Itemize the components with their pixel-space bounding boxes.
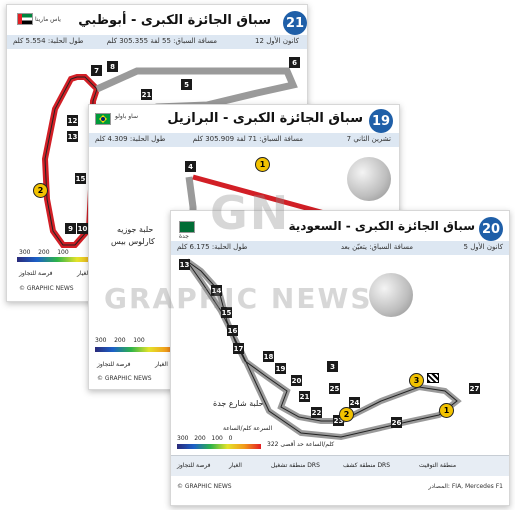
legend-gear: الغيار xyxy=(229,462,242,469)
abudhabi-track-outline xyxy=(44,76,98,246)
turn-marker: 18 xyxy=(263,351,274,362)
position-badge: 3 xyxy=(409,373,424,388)
turn-marker: 15 xyxy=(75,173,86,184)
legend-drs-activation: منطقة تشغيل DRS xyxy=(271,462,320,469)
turn-marker: 10 xyxy=(77,223,88,234)
turn-marker: 16 xyxy=(227,325,238,336)
turn-marker: 5 xyxy=(181,79,192,90)
page-title: سباق الجائزة الكبرى - أبوظبي xyxy=(78,13,271,28)
race-distance: مسافة السباق: يتعيّن بعد xyxy=(340,243,413,251)
legend-drs-detection: منطقة كشف DRS xyxy=(343,462,391,469)
turn-marker: 21 xyxy=(299,391,310,402)
turn-marker: 3 xyxy=(327,361,338,372)
credit: © GRAPHIC NEWS xyxy=(177,483,232,490)
position-badge: 2 xyxy=(339,407,354,422)
turn-marker: 20 xyxy=(291,375,302,386)
lap-length: طول الحلبة: 6.175 كلم xyxy=(177,243,248,251)
position-badge: 2 xyxy=(33,183,48,198)
page-title: سباق الجائزة الكبرى - البرازيل xyxy=(167,111,363,126)
round-number: 19 xyxy=(369,109,393,133)
turn-marker: 19 xyxy=(275,363,286,374)
turn-marker: 25 xyxy=(329,383,340,394)
turn-marker: 6 xyxy=(289,57,300,68)
turn-marker: 13 xyxy=(179,259,190,270)
globe-icon xyxy=(347,157,391,201)
speed-scale xyxy=(177,444,261,449)
position-badge: 1 xyxy=(439,403,454,418)
legend-overtake: فرصة للتجاوز xyxy=(97,361,131,368)
info-bar: 5 كانون الأول مسافة السباق: يتعيّن بعد ط… xyxy=(171,241,509,255)
turn-marker: 24 xyxy=(349,397,360,408)
race-date: 7 تشرين الثاني xyxy=(346,135,391,143)
sources: المصادر: FIA, Mercedes F1 xyxy=(428,483,503,490)
legend-overtake: فرصة للتجاوز xyxy=(19,270,53,277)
turn-marker: 9 xyxy=(65,223,76,234)
turn-marker: 17 xyxy=(233,343,244,354)
turn-marker: 26 xyxy=(391,417,402,428)
info-bar: 12 كانون الأول مسافة السباق: 55 لفة 305.… xyxy=(7,35,307,49)
round-number: 20 xyxy=(479,217,503,241)
turn-marker: 23 xyxy=(333,415,344,426)
legend-bar: فرصة للتجاوز الغيار منطقة تشغيل DRS منطق… xyxy=(171,455,509,476)
legend-gear: الغيار xyxy=(155,361,168,368)
race-distance: مسافة السباق: 55 لفة 305.355 كلم xyxy=(106,37,217,45)
lap-length: طول الحلبة: 5.554 كلم xyxy=(13,37,84,45)
uae-flag-icon xyxy=(17,13,33,25)
watermark-logo: GN xyxy=(210,186,291,240)
circuit-name: حلبة شارع جدة xyxy=(213,399,264,408)
circuit-name: ياس مارينا xyxy=(35,16,61,23)
page-title: سباق الجائزة الكبرى - السعودية xyxy=(288,219,475,233)
scale-labels: 300 200 100 xyxy=(95,337,145,344)
brazil-flag-icon xyxy=(95,113,111,125)
turn-marker: 13 xyxy=(67,131,78,142)
credit: © GRAPHIC NEWS xyxy=(19,285,74,292)
position-badge: 1 xyxy=(255,157,270,172)
max-speed: 322 كلم/الساعة حد أقصى xyxy=(267,441,335,448)
watermark-text: GRAPHIC NEWS xyxy=(104,282,373,315)
card-header: 19 سباق الجائزة الكبرى - البرازيل ساو با… xyxy=(89,105,399,133)
turn-marker: 27 xyxy=(469,383,480,394)
speed-scale xyxy=(17,257,117,262)
card-header: 21 سباق الجائزة الكبرى - أبوظبي ياس ماري… xyxy=(7,5,307,35)
lap-length: طول الحلبة: 4.309 كلم xyxy=(95,135,166,143)
credit: © GRAPHIC NEWS xyxy=(97,375,152,382)
checkered-flag-icon xyxy=(427,373,439,383)
card-header: 20 سباق الجائزة الكبرى - السعودية جدة xyxy=(171,211,509,241)
legend-gear: الغيار xyxy=(77,270,90,277)
turn-marker: 7 xyxy=(91,65,102,76)
race-date: 5 كانون الأول xyxy=(463,243,504,251)
legend-overtake: فرصة للتجاوز xyxy=(177,462,211,469)
turn-marker: 12 xyxy=(67,115,78,126)
saudi-flag-icon xyxy=(179,221,195,233)
circuit-name-2: كارلوس بيس xyxy=(111,237,155,246)
info-bar: 7 تشرين الثاني مسافة السباق: 71 لفة 305.… xyxy=(89,133,399,147)
turn-marker: 15 xyxy=(221,307,232,318)
speed-label: السرعة كلم/الساعة xyxy=(223,425,273,432)
round-number: 21 xyxy=(283,11,307,35)
turn-marker: 14 xyxy=(211,285,222,296)
turn-marker: 21 xyxy=(141,89,152,100)
circuit-name-1: حلبة جوزيه xyxy=(117,225,154,234)
legend-timing: منطقة التوقيت xyxy=(419,462,457,469)
turn-marker: 8 xyxy=(107,61,118,72)
turn-marker: 22 xyxy=(311,407,322,418)
turn-marker: 4 xyxy=(185,161,196,172)
card-saudi: 20 سباق الجائزة الكبرى - السعودية جدة 5 … xyxy=(170,210,510,506)
race-date: 12 كانون الأول xyxy=(255,37,299,45)
scale-labels: 300 200 100 0 xyxy=(177,435,233,442)
city-name: جدة xyxy=(179,233,190,240)
city-name: ساو باولو xyxy=(115,113,138,120)
globe-icon xyxy=(369,273,413,317)
speed-scale xyxy=(95,347,185,352)
scale-labels: 300 200 100 xyxy=(19,249,69,256)
race-distance: مسافة السباق: 71 لفة 305.909 كلم xyxy=(192,135,303,143)
